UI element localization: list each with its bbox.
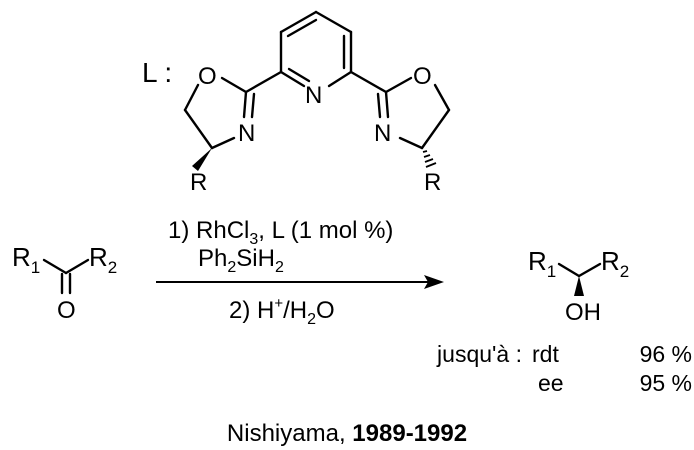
left-wedge-bond xyxy=(192,148,212,171)
results-block: jusqu'à : rdt 96 % ee 95 % xyxy=(436,341,692,396)
right-oxazoline-oxygen: O xyxy=(413,63,432,90)
left-oxazoline-oxygen: O xyxy=(198,63,217,90)
product-hydroxyl: OH xyxy=(565,299,601,326)
condition-silane: Ph2SiH2 xyxy=(198,245,284,276)
reaction-arrow-head xyxy=(424,275,444,289)
reaction-conditions: 1) RhCl3, L (1 mol %) Ph2SiH2 2) H+/H2O xyxy=(156,217,444,328)
citation: Nishiyama, 1989-1992 xyxy=(227,420,467,447)
product-wedge-bond xyxy=(574,276,584,296)
reactant-r2: R2 xyxy=(89,242,117,277)
citation-years: 1989-1992 xyxy=(352,420,467,447)
ligand-structure: L : N O N R xyxy=(142,10,451,196)
product-r1: R1 xyxy=(528,246,556,281)
left-oxazoline: O N R xyxy=(183,63,283,196)
ketone-reactant: R1 R2 O xyxy=(12,242,117,324)
alcohol-product: R1 R2 OH xyxy=(528,246,629,326)
right-oxazoline: O N R xyxy=(349,63,451,196)
reactant-r1: R1 xyxy=(12,242,40,277)
right-r-substituent: R xyxy=(424,169,441,196)
citation-author: Nishiyama, xyxy=(227,420,352,447)
right-oxazoline-nitrogen: N xyxy=(374,120,391,147)
reactant-oxygen: O xyxy=(57,297,76,324)
ee-label: ee xyxy=(538,370,564,396)
yield-label: rdt xyxy=(532,341,559,367)
yield-value: 96 % xyxy=(640,341,692,367)
condition-step2: 2) H+/H2O xyxy=(229,295,335,328)
pyridine-nitrogen: N xyxy=(305,82,322,109)
product-r2: R2 xyxy=(601,246,629,281)
left-oxazoline-nitrogen: N xyxy=(238,120,255,147)
ee-value: 95 % xyxy=(640,370,692,396)
pyridine-ring: N xyxy=(279,10,353,109)
results-prefix: jusqu'à : xyxy=(436,341,522,367)
right-hashed-bond xyxy=(422,150,437,168)
left-r-substituent: R xyxy=(190,169,207,196)
condition-step1: 1) RhCl3, L (1 mol %) xyxy=(168,217,393,248)
ligand-label: L : xyxy=(142,57,172,88)
